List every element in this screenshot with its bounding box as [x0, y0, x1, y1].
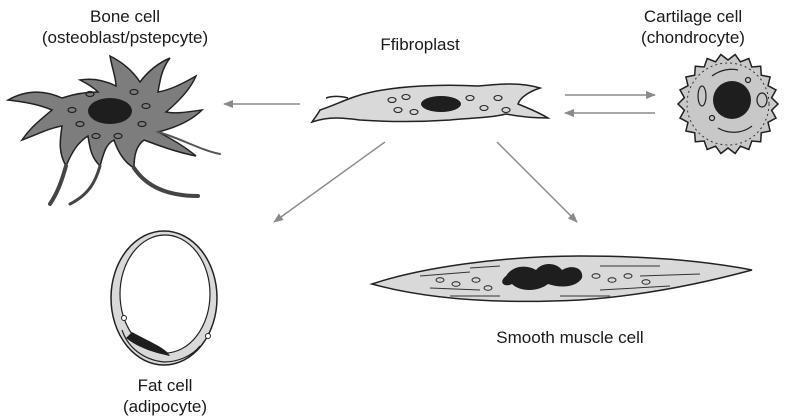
bone-nucleus: [88, 98, 132, 124]
fat-cell: [111, 231, 217, 365]
cartilage-cell: [678, 55, 778, 154]
cartilage-cell-name: Cartilage cell: [600, 6, 786, 27]
bone-cell-name: Bone cell: [0, 6, 250, 27]
fibroblast-cell: [312, 84, 548, 122]
bone-cell-label: Bone cell (osteoblast/pstepcyte): [0, 6, 250, 48]
fibroblast-name: Ffibroplast: [345, 34, 495, 55]
smooth-muscle-name: Smooth muscle cell: [455, 327, 685, 348]
fibroblast-nucleus: [421, 96, 461, 112]
bone-cell: [8, 56, 220, 204]
smooth-muscle-label: Smooth muscle cell: [455, 327, 685, 348]
arrow-to-fat: [274, 142, 385, 222]
smooth-muscle-cell: [372, 256, 752, 301]
chondrocyte-nucleus: [713, 81, 751, 119]
arrow-to-smooth-muscle: [497, 142, 577, 222]
bone-cell-subtype: (osteoblast/pstepcyte): [0, 27, 250, 48]
fat-cell-label: Fat cell (adipocyte): [100, 375, 230, 417]
fat-cell-subtype: (adipocyte): [100, 396, 230, 417]
fibroblast-label: Ffibroplast: [345, 34, 495, 55]
cartilage-cell-label: Cartilage cell (chondrocyte): [600, 6, 786, 48]
fat-cell-name: Fat cell: [100, 375, 230, 396]
cartilage-cell-subtype: (chondrocyte): [600, 27, 786, 48]
